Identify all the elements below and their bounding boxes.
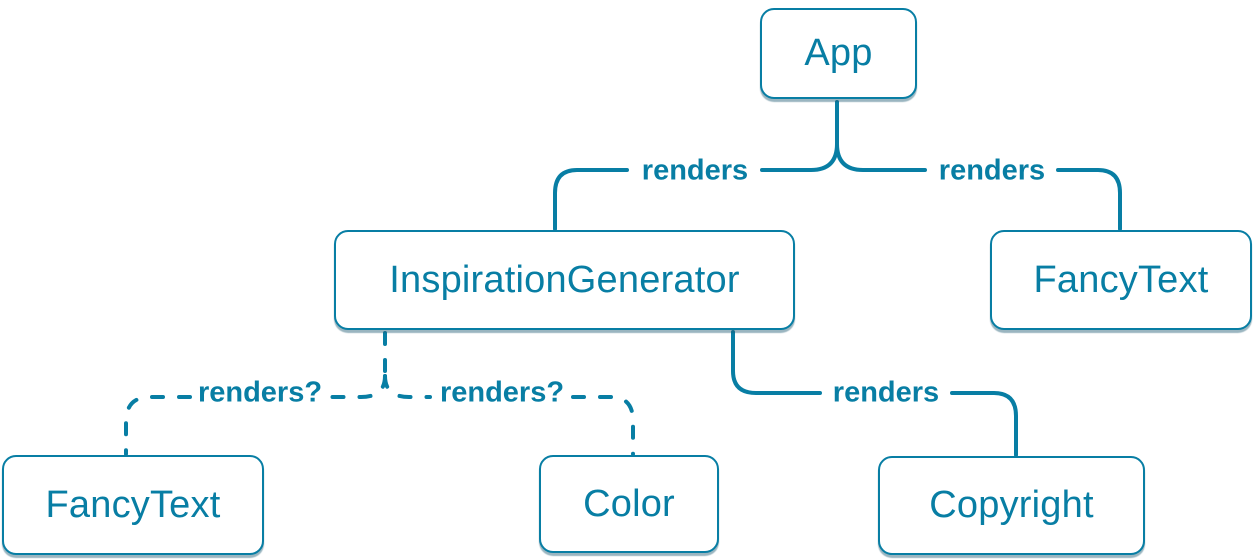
node-inspiration-generator: InspirationGenerator xyxy=(334,230,795,330)
edge-inspirationgenerator-to-color-maybe xyxy=(383,374,432,399)
node-fancy-text-bottom-label: FancyText xyxy=(45,483,221,526)
edge-inspirationgenerator-to-fancytext-maybe xyxy=(328,374,387,399)
edge-app-to-inspirationgenerator xyxy=(760,142,839,172)
edge-label-inspirationgenerator-color: renders? xyxy=(439,376,565,409)
edge-app-to-inspirationgenerator-2 xyxy=(553,168,629,231)
node-inspiration-generator-label: InspirationGenerator xyxy=(389,258,740,301)
node-app: App xyxy=(760,8,917,99)
edge-inspirationgenerator-to-color-maybe-2 xyxy=(571,395,635,456)
node-color: Color xyxy=(539,455,719,553)
node-app-label: App xyxy=(804,32,873,74)
edge-inspirationgenerator-to-copyright-2 xyxy=(950,391,1018,457)
node-color-label: Color xyxy=(583,482,675,525)
node-copyright: Copyright xyxy=(878,456,1145,555)
edge-inspirationgenerator-to-fancytext-maybe-2 xyxy=(124,395,192,456)
edge-app-to-fancytext-2 xyxy=(1056,168,1122,231)
edge-inspirationgenerator-to-copyright xyxy=(731,330,822,395)
edge-label-inspirationgenerator-fancytext: renders? xyxy=(197,376,323,409)
edge-label-app-fancytext: renders xyxy=(938,154,1046,187)
node-copyright-label: Copyright xyxy=(929,484,1094,526)
edge-label-inspirationgenerator-copyright: renders xyxy=(832,376,940,409)
node-fancy-text-top: FancyText xyxy=(990,230,1252,330)
node-fancy-text-bottom: FancyText xyxy=(2,455,264,555)
edge-label-app-inspirationgenerator: renders xyxy=(641,154,749,187)
node-fancy-text-top-label: FancyText xyxy=(1033,258,1209,301)
edge-app-to-fancytext xyxy=(835,142,927,172)
